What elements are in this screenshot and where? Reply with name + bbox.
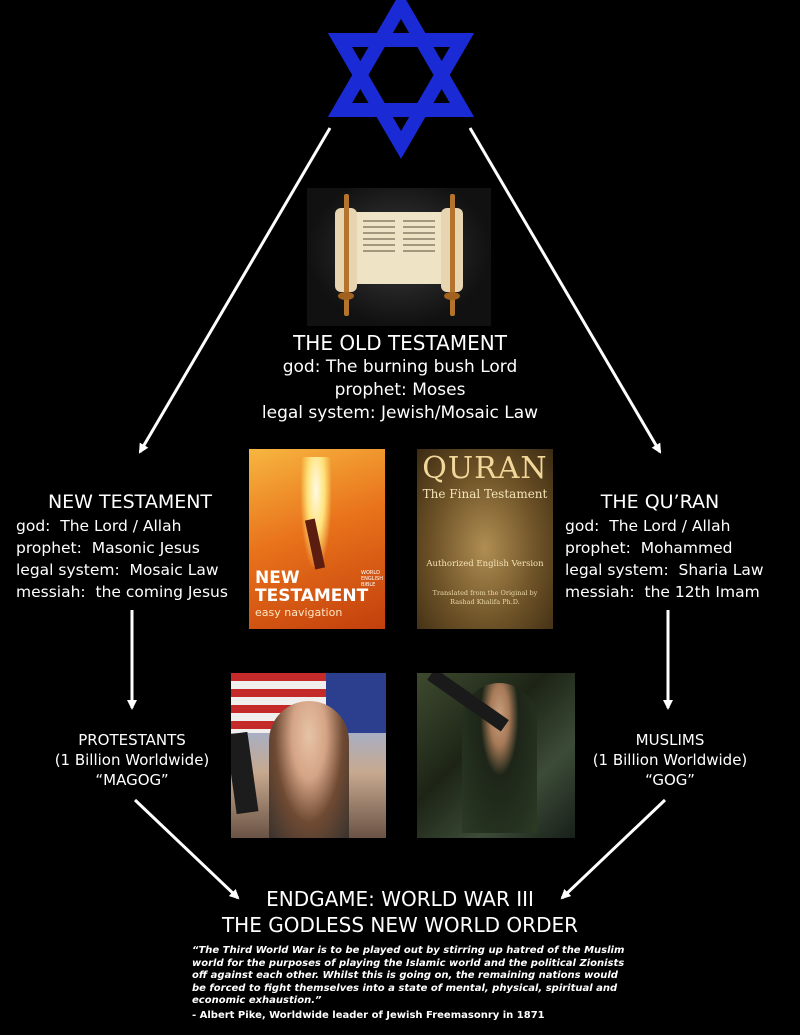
new-testament-row: legal system: Mosaic Law bbox=[16, 561, 219, 579]
quran-row: prophet: Mohammed bbox=[565, 539, 733, 557]
quran-book-version: Authorized English Version bbox=[426, 559, 544, 569]
protestants-block: PROTESTANTS (1 Billion Worldwide) “MAGOG… bbox=[32, 730, 232, 790]
old-testament-legal: legal system: Jewish/Mosaic Law bbox=[261, 403, 539, 423]
protestants-alias: “MAGOG” bbox=[95, 771, 169, 789]
pike-quote: “The Third World War is to be played out… bbox=[192, 945, 625, 1007]
new-testament-details: god: The Lord / Allah prophet: Masonic J… bbox=[16, 515, 246, 603]
quran-row: god: The Lord / Allah bbox=[565, 517, 731, 535]
muslims-count: (1 Billion Worldwide) bbox=[592, 751, 748, 769]
protestants-count: (1 Billion Worldwide) bbox=[54, 751, 210, 769]
new-testament-row: god: The Lord / Allah bbox=[16, 517, 182, 535]
torah-scroll-image bbox=[307, 188, 491, 326]
endgame-line-2: THE GODLESS NEW WORLD ORDER bbox=[221, 913, 579, 937]
quran-book-title: QURAN bbox=[422, 451, 548, 486]
protestant-woman-photo bbox=[231, 673, 386, 838]
endgame-heading: ENDGAME: WORLD WAR III THE GODLESS NEW W… bbox=[150, 886, 650, 938]
protestants-name: PROTESTANTS bbox=[78, 731, 186, 749]
nt-book-title: NEW TESTAMENT bbox=[255, 568, 369, 606]
quran-book-image: QURAN The Final Testament Authorized Eng… bbox=[417, 449, 553, 629]
nt-book-edition: WORLD ENGLISH BIBLE bbox=[361, 570, 383, 588]
nt-book-subtitle: easy navigation bbox=[255, 606, 343, 619]
new-testament-book-image: NEW TESTAMENT WORLD ENGLISH BIBLE easy n… bbox=[249, 449, 385, 629]
arrow-to-new-testament bbox=[138, 127, 332, 454]
quran-row: messiah: the 12th Imam bbox=[565, 583, 760, 601]
quran-details: god: The Lord / Allah prophet: Mohammed … bbox=[565, 515, 795, 603]
muslim-woman-photo bbox=[417, 673, 575, 838]
star-of-david-icon bbox=[327, 0, 475, 159]
quran-row: legal system: Sharia Law bbox=[565, 561, 764, 579]
old-testament-title: THE OLD TESTAMENT bbox=[293, 331, 507, 355]
old-testament-god: god: The burning bush Lord bbox=[282, 357, 518, 377]
muslims-name: MUSLIMS bbox=[635, 731, 705, 749]
pike-attribution: - Albert Pike, Worldwide leader of Jewis… bbox=[192, 1010, 545, 1021]
new-testament-row: prophet: Masonic Jesus bbox=[16, 539, 200, 557]
new-testament-row: messiah: the coming Jesus bbox=[16, 583, 228, 601]
endgame-line-1: ENDGAME: WORLD WAR III bbox=[266, 887, 534, 911]
arrow-protestants-to-endgame bbox=[133, 798, 240, 900]
arrow-to-quran bbox=[468, 127, 662, 454]
muslims-block: MUSLIMS (1 Billion Worldwide) “GOG” bbox=[570, 730, 770, 790]
muslims-alias: “GOG” bbox=[645, 771, 695, 789]
quran-title: THE QU’RAN bbox=[600, 491, 720, 513]
new-testament-title: NEW TESTAMENT bbox=[47, 491, 213, 513]
quran-book-subtitle: The Final Testament bbox=[422, 487, 548, 501]
arrow-muslims-to-endgame bbox=[560, 798, 667, 900]
old-testament-prophet: prophet: Moses bbox=[334, 380, 466, 400]
quran-book-translated: Translated from the Original by Rashad K… bbox=[432, 589, 538, 606]
old-testament-block: THE OLD TESTAMENT god: The burning bush … bbox=[200, 331, 600, 425]
